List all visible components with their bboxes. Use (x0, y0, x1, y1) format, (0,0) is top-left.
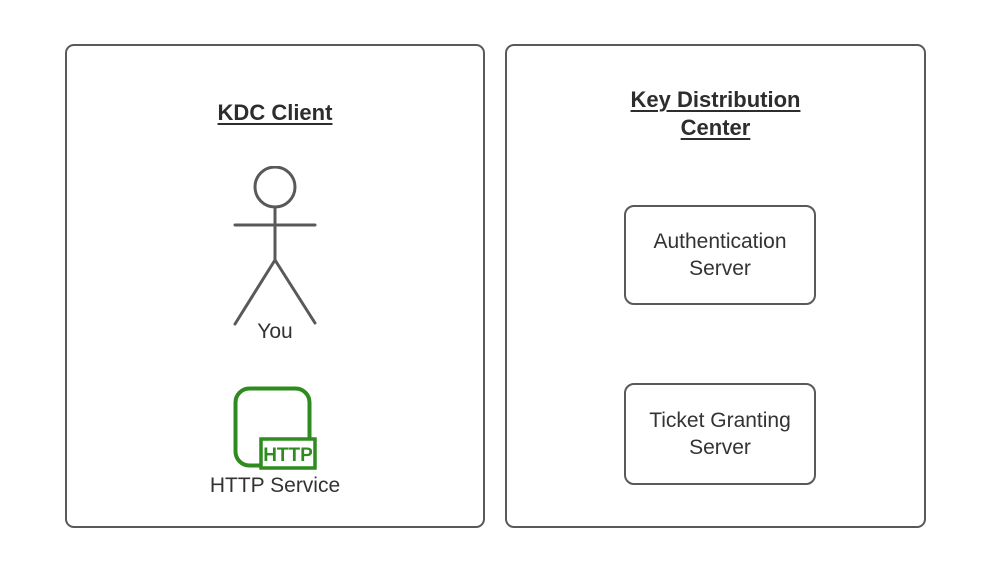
http-icon-badge-text: HTTP (263, 445, 313, 466)
kdc-title-line-1: Key Distribution (630, 87, 801, 112)
authentication-server-label-line-1: Authentication (653, 230, 787, 253)
kdc-title: Key Distribution Center (507, 86, 924, 142)
ticket-granting-server-label-line-1: Ticket Granting (649, 409, 791, 432)
person-actor-icon (233, 166, 317, 326)
authentication-server-label-line-2: Server (689, 257, 751, 280)
kdc-client-title-text: KDC Client (217, 100, 333, 125)
http-icon-badge (259, 437, 317, 470)
ticket-granting-server-box: Ticket Granting Server (624, 383, 816, 485)
actor-label: You (257, 320, 293, 343)
authentication-server-box: Authentication Server (624, 205, 816, 305)
kdc-client-title: KDC Client (67, 99, 483, 127)
actor-right-leg (273, 258, 317, 325)
key-distribution-center-panel: Key Distribution Center Authentication S… (505, 44, 926, 528)
actor-left-leg (233, 258, 277, 326)
kdc-title-line-2: Center (680, 115, 751, 140)
actor-head (253, 166, 297, 209)
http-service-label: HTTP Service (209, 474, 341, 497)
ticket-granting-server-label-line-2: Server (689, 436, 751, 459)
http-service-icon: HTTP (233, 386, 317, 470)
kdc-client-panel: KDC Client You HTTP HTTP Service (65, 44, 485, 528)
